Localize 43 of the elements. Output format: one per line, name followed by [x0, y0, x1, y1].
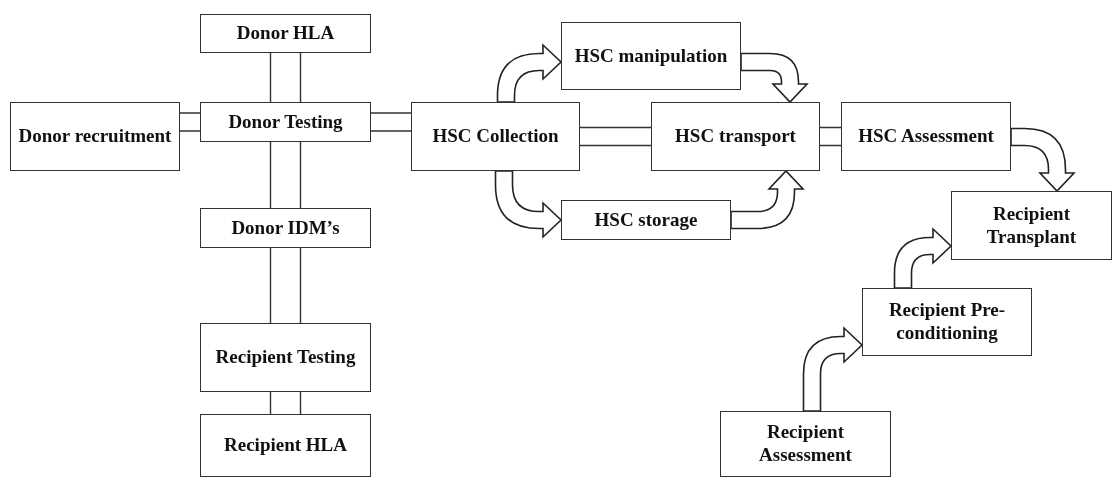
box-label: Recipient Pre-conditioning: [887, 299, 1007, 345]
process-box: [200, 323, 371, 392]
process-box: [200, 102, 371, 142]
process-box: [411, 102, 580, 171]
process-box: [200, 414, 371, 477]
process-box: [651, 102, 820, 171]
curved-block-arrow: [802, 327, 863, 412]
box-label: Donor Testing: [227, 110, 344, 134]
process-box: [841, 102, 1011, 171]
curved-block-arrow: [730, 170, 804, 230]
process-box: [720, 411, 891, 477]
process-box: [561, 22, 741, 90]
process-box: [951, 191, 1112, 260]
process-box: [200, 208, 371, 248]
curved-block-arrow: [494, 170, 562, 238]
double-line-connector: [269, 391, 302, 415]
double-line-connector: [269, 52, 302, 103]
process-box: [561, 200, 731, 240]
box-label: Donor HLA: [235, 22, 336, 45]
box-label: Recipient Testing: [214, 346, 357, 369]
curved-block-arrow: [740, 52, 808, 103]
box-label: HSC manipulation: [573, 44, 729, 68]
double-line-connector: [269, 141, 302, 209]
curved-block-arrow: [496, 44, 562, 103]
box-label: HSC Collection: [431, 125, 560, 148]
box-label: HSC transport: [674, 125, 797, 148]
box-label: HSC storage: [593, 208, 699, 232]
process-box: [10, 102, 180, 171]
double-line-connector: [579, 126, 652, 147]
double-line-connector: [179, 112, 201, 132]
box-label: Recipient Transplant: [985, 202, 1078, 249]
box-label: Recipient Assessment: [758, 421, 853, 467]
double-line-connector: [370, 112, 412, 132]
process-box: [862, 288, 1032, 356]
box-label: HSC Assessment: [857, 125, 995, 148]
curved-block-arrow: [1010, 127, 1075, 192]
box-label: Recipient HLA: [223, 434, 348, 457]
box-label: Donor IDM’s: [230, 216, 341, 240]
box-label: Donor recruitment: [17, 125, 173, 148]
double-line-connector: [819, 126, 842, 147]
double-line-connector: [269, 247, 302, 324]
process-box: [200, 14, 371, 53]
curved-block-arrow: [893, 228, 952, 289]
